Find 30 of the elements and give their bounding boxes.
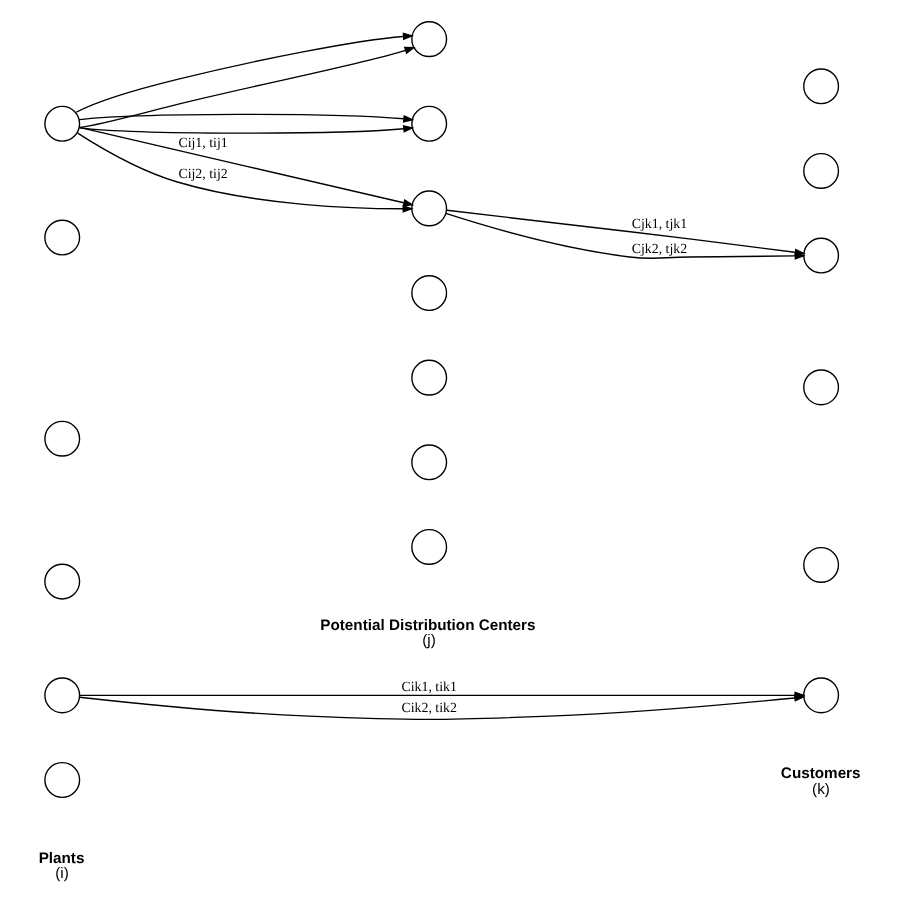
- node-circle: [43, 761, 80, 799]
- arrow: [77, 124, 414, 134]
- node-circle: [410, 528, 447, 565]
- node-circle: [802, 677, 839, 714]
- node-circle: [410, 275, 447, 312]
- arrow: [74, 32, 413, 113]
- node-circle: [43, 219, 80, 256]
- node-circle: [802, 546, 839, 583]
- node-circle: [43, 677, 80, 714]
- label: Customers: [779, 764, 860, 783]
- node-circle: [410, 21, 447, 58]
- node-circle: [802, 237, 839, 274]
- node-circle: [43, 563, 80, 600]
- node-circle: [802, 369, 839, 406]
- arrow: [77, 46, 415, 129]
- arrow: [78, 694, 805, 721]
- node-circle: [410, 444, 447, 481]
- node-circle: [410, 105, 447, 142]
- node-circle: [410, 359, 447, 396]
- node-circle: [43, 420, 80, 457]
- label: (i): [54, 864, 68, 883]
- node-circle: [802, 152, 839, 189]
- label: Plants: [37, 848, 84, 867]
- label: (k): [811, 779, 829, 798]
- label: (j): [421, 631, 435, 650]
- node-circle: [802, 68, 839, 105]
- node-circle: [410, 190, 447, 227]
- label: Potential Distribution Centers: [319, 615, 535, 634]
- arrow: [77, 113, 414, 123]
- node-circle: [43, 105, 80, 142]
